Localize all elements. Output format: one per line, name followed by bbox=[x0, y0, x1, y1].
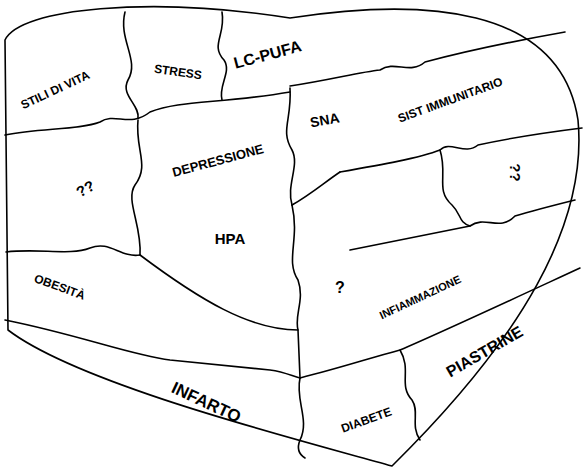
piece-label: STRESS bbox=[153, 63, 202, 82]
piece-label: HPA bbox=[215, 231, 246, 246]
piece-edge bbox=[340, 128, 582, 172]
piece-label: SIST IMMUNITARIO bbox=[396, 75, 504, 124]
piece-label: INFARTO bbox=[169, 379, 244, 426]
piece-edge bbox=[290, 32, 565, 86]
piece-edge bbox=[218, 12, 226, 100]
piece-edge bbox=[298, 378, 305, 458]
piece-label: INFIAMMAZIONE bbox=[378, 273, 463, 320]
piece-label: DIABETE bbox=[339, 405, 393, 434]
piece-label: STILI DI VITA bbox=[19, 69, 92, 111]
piece-edge bbox=[6, 246, 140, 255]
unknown-mark: ?? bbox=[507, 163, 522, 181]
unknown-mark: ?? bbox=[73, 177, 96, 199]
piece-edge bbox=[440, 150, 470, 226]
piece-edge bbox=[132, 120, 142, 255]
unknown-mark: ? bbox=[335, 280, 345, 296]
piece-edge bbox=[350, 200, 575, 250]
piece-label: OBESITÀ bbox=[33, 272, 87, 302]
piece-label: PIASTRINE bbox=[444, 324, 526, 381]
piece-label: LC-PUFA bbox=[232, 38, 303, 71]
piece-edge bbox=[300, 268, 580, 378]
piece-edge bbox=[124, 12, 139, 118]
piece-edge bbox=[292, 172, 340, 205]
piece-edge bbox=[400, 350, 420, 440]
piece-label: SNA bbox=[309, 111, 341, 130]
piece-label: DEPRESSIONE bbox=[171, 142, 265, 179]
piece-edge bbox=[5, 320, 300, 378]
piece-edge bbox=[287, 88, 295, 205]
piece-edge bbox=[140, 255, 298, 330]
heart-outline bbox=[5, 7, 579, 466]
piece-edge bbox=[292, 205, 300, 378]
